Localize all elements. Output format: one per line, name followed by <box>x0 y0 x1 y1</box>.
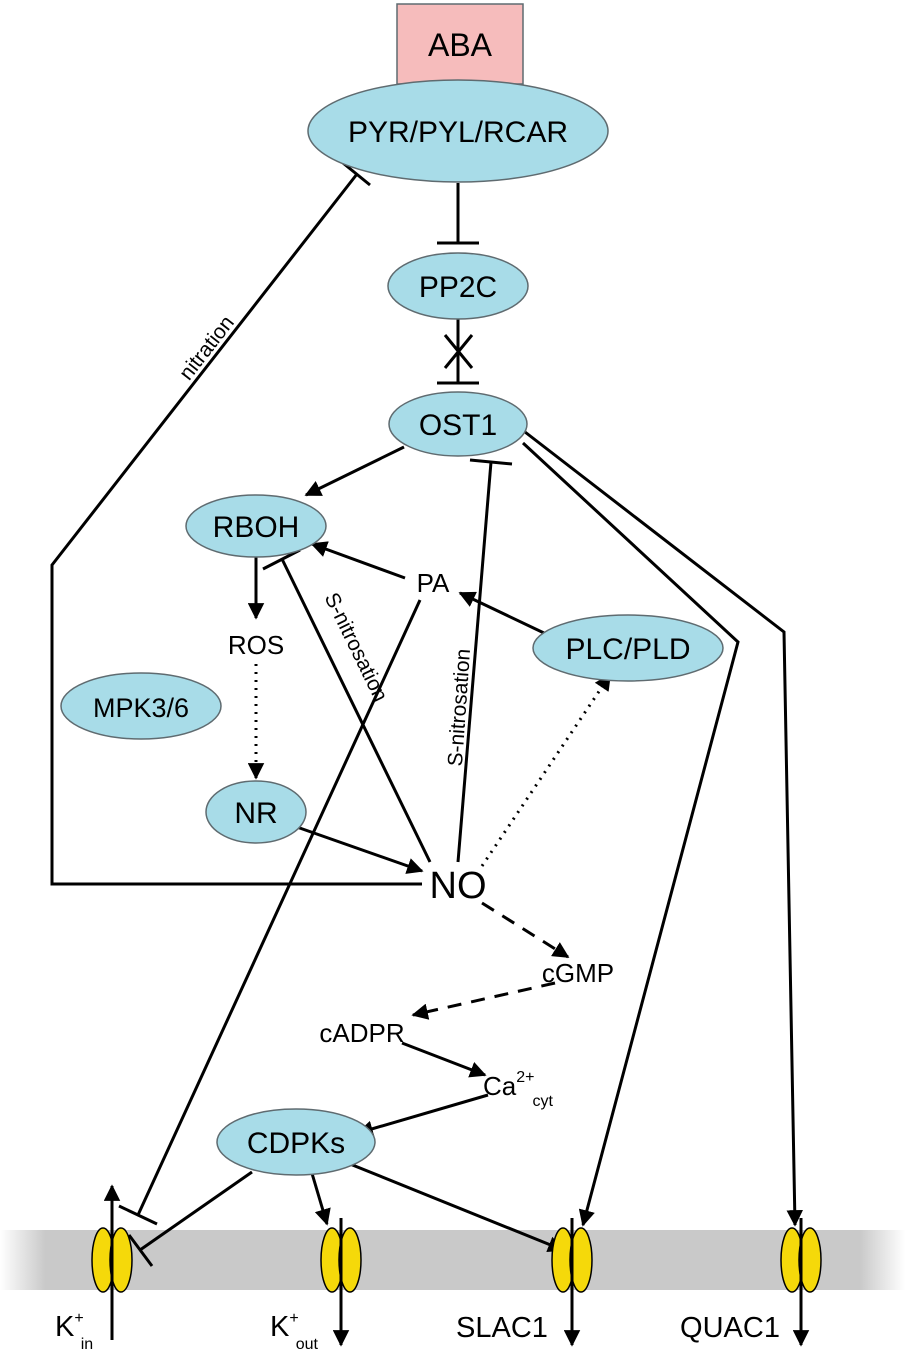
node-rboh: RBOH <box>185 494 327 558</box>
label-s-nitrosation-rboh: S-nitrosation <box>320 589 392 705</box>
ca-sup: 2+ <box>516 1069 534 1086</box>
node-plc-pld: PLC/PLD <box>532 614 724 682</box>
kin-sub: in <box>81 1336 93 1353</box>
node-nr: NR <box>205 780 307 844</box>
pyr-ellipse <box>307 79 609 183</box>
label-quac1: QUAC1 <box>680 1312 780 1344</box>
slac1-subunit-right <box>569 1227 593 1293</box>
node-aba: ABA <box>396 3 524 85</box>
rboh-label: RBOH <box>213 511 300 544</box>
rboh-ellipse <box>185 494 327 558</box>
ost1-label: OST1 <box>419 409 497 442</box>
node-cgmp: cGMP <box>542 958 614 988</box>
label-k-in: K+ in <box>55 1310 93 1353</box>
plc-ellipse <box>532 614 724 682</box>
node-pa: PA <box>417 568 450 598</box>
kout-subunit-right <box>338 1227 362 1293</box>
edge-nr-no <box>293 824 424 874</box>
edge-pa-rboh <box>310 541 406 580</box>
nr-label: NR <box>234 797 277 830</box>
kout-sup: + <box>289 1310 298 1327</box>
edge-ost1-quac1 <box>524 430 803 1227</box>
edge-pyr-inhibits-pp2c <box>437 183 479 245</box>
edge-ca-cdpks <box>356 1093 489 1137</box>
node-pp2c: PP2C <box>387 252 529 320</box>
edge-no-nitration-pyr <box>50 161 422 886</box>
edge-cgmp-cadpr <box>411 981 556 1020</box>
node-pyr-pyl-rcar: PYR/PYL/RCAR <box>307 79 609 183</box>
pyr-label: PYR/PYL/RCAR <box>348 116 568 149</box>
pp2c-ellipse <box>387 252 529 320</box>
nr-ellipse <box>205 780 307 844</box>
edge-cdpks-inhibits-kin <box>127 1170 253 1267</box>
edge-pp2c-inhibits-ost1 <box>437 318 479 385</box>
channel-slac1 <box>551 1218 593 1347</box>
edge-pa-inhibits-kin <box>118 599 422 1226</box>
node-ost1: OST1 <box>388 391 528 457</box>
edge-no-plc <box>480 673 612 867</box>
label-k-out: K+ out <box>270 1310 318 1353</box>
ost1-ellipse <box>388 391 528 457</box>
kin-base: K <box>55 1311 75 1343</box>
edge-no-snitrosation-ost1 <box>456 458 513 863</box>
cdpks-label: CDPKs <box>247 1127 345 1160</box>
pp2c-label: PP2C <box>419 271 497 304</box>
ca-sub: cyt <box>533 1093 554 1110</box>
edge-cdpks-slac1 <box>349 1162 565 1253</box>
edge-no-cgmp <box>481 901 570 959</box>
kout-sub: out <box>296 1336 319 1353</box>
node-cdpks: CDPKs <box>216 1108 376 1176</box>
node-no: NO <box>430 865 487 907</box>
edge-ost1-rboh <box>304 445 405 497</box>
edge-plc-pa <box>458 591 545 635</box>
mpk-label: MPK3/6 <box>93 693 189 723</box>
ca-base: Ca <box>483 1071 517 1101</box>
edge-ost1-slac1 <box>521 441 740 1227</box>
edge-cadpr-ca <box>401 1041 487 1078</box>
node-mpk3-6: MPK3/6 <box>60 672 222 740</box>
node-cadpr: cADPR <box>319 1018 404 1048</box>
mpk-ellipse <box>60 672 222 740</box>
quac1-subunit-right <box>798 1227 822 1293</box>
cdpks-ellipse <box>216 1108 376 1176</box>
kin-sup: + <box>74 1310 83 1327</box>
channel-k-in <box>91 1184 133 1340</box>
label-s-nitrosation-ost1: S-nitrosation <box>444 648 475 767</box>
channel-quac1 <box>780 1218 822 1347</box>
node-ca2-cyt: Ca2+ cyt <box>483 1069 554 1110</box>
plc-label: PLC/PLD <box>565 633 690 666</box>
aba-box <box>396 3 524 85</box>
aba-label: ABA <box>428 27 493 63</box>
label-slac1: SLAC1 <box>456 1312 548 1344</box>
plasma-membrane <box>0 1230 905 1290</box>
channel-k-out <box>320 1218 362 1347</box>
edge-no-snitrosation-rboh <box>262 548 432 863</box>
label-nitration: nitration <box>175 311 239 384</box>
edge-cdpks-kout <box>309 1169 331 1226</box>
kin-subunit-right <box>109 1227 133 1293</box>
node-ros: ROS <box>228 630 284 660</box>
kout-base: K <box>270 1311 290 1343</box>
